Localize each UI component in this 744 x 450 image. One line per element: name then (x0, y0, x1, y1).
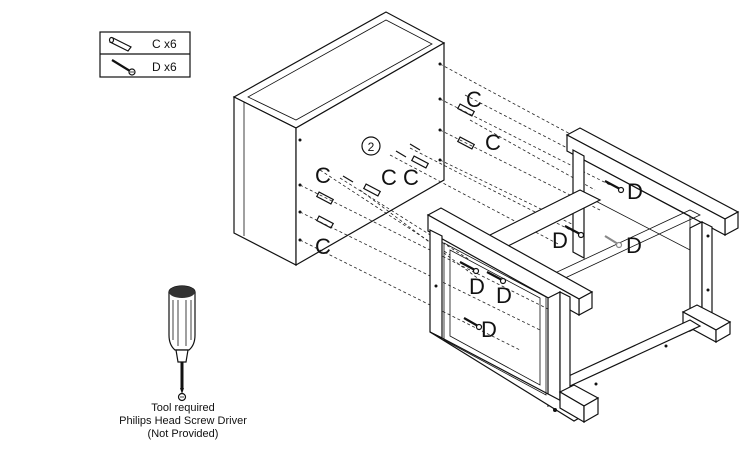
callout-d: D (481, 317, 497, 342)
tool-caption-line2: Philips Head Screw Driver (119, 415, 247, 427)
hardware-legend: C x6 D x6 (99, 31, 191, 78)
screw-count-label: D x6 (152, 60, 177, 74)
leg-frame (426, 127, 740, 424)
step-number-badge: 2 (361, 136, 381, 156)
callout-d: D (469, 274, 485, 299)
step-number: 2 (368, 140, 375, 154)
callout-c: C (381, 165, 397, 190)
screw (459, 261, 480, 275)
screw (564, 225, 585, 239)
cabinet-box (232, 11, 446, 267)
dowel-icon (108, 36, 132, 52)
dowel (362, 183, 382, 197)
dowel (315, 215, 335, 229)
dowel (410, 155, 430, 169)
callout-c: C (466, 87, 482, 112)
callout-c: C (485, 130, 501, 155)
callout-d: D (627, 179, 643, 204)
callout-d: D (496, 283, 512, 308)
screw-icon (111, 59, 136, 76)
tool-caption-line1: Tool required (151, 402, 215, 414)
screw-head-icon (177, 392, 187, 402)
d-screws (459, 180, 625, 331)
dowel-count-label: C x6 (152, 37, 177, 51)
screw (604, 235, 623, 249)
callout-labels: C C C C C C D D D D D D (315, 87, 643, 342)
screwdriver-icon (168, 285, 196, 394)
callout-d: D (626, 233, 642, 258)
callout-c: C (403, 165, 419, 190)
small-screws (342, 143, 421, 183)
screw (486, 271, 507, 285)
callout-c: C (315, 163, 331, 188)
dowel (456, 103, 476, 117)
callout-d: D (552, 228, 568, 253)
tool-caption: Tool required Philips Head Screw Driver … (119, 402, 247, 440)
screw (604, 180, 625, 194)
tool-caption-line3: (Not Provided) (148, 428, 219, 440)
callout-c: C (315, 234, 331, 259)
screw (463, 317, 483, 331)
